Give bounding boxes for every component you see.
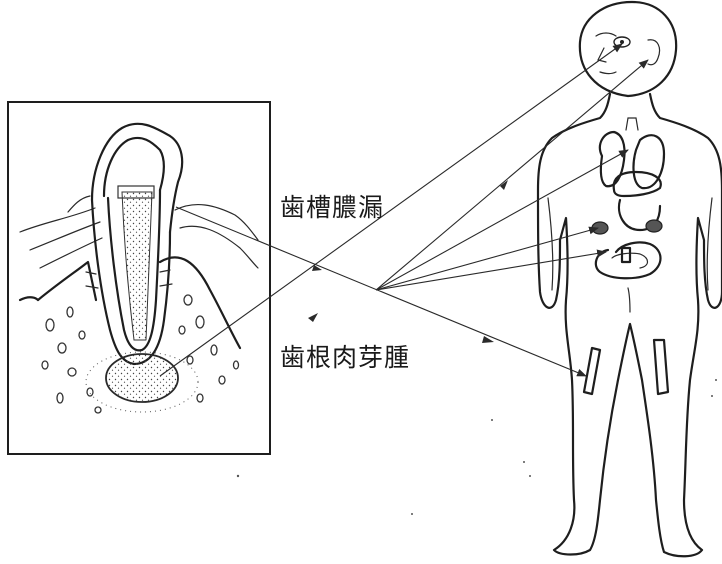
kidney-right [646, 220, 662, 232]
arrow-to-ear [376, 60, 648, 290]
kidney-left [592, 222, 608, 234]
label-periodontal-disease: 歯槽膿漏 [280, 188, 384, 224]
head [580, 2, 676, 96]
femur-left [584, 348, 600, 394]
femur-right [654, 340, 668, 394]
ear-icon [648, 40, 660, 65]
label-root-granuloma: 歯根肉芽腫 [280, 338, 410, 374]
alveolar-bone [38, 262, 96, 300]
body-outline [538, 94, 722, 556]
apical-granuloma [106, 354, 178, 402]
infection-arrows [160, 44, 648, 376]
arrow-to-eye [160, 44, 622, 376]
tooth-panel [8, 102, 270, 454]
pulp-canal [122, 192, 152, 340]
